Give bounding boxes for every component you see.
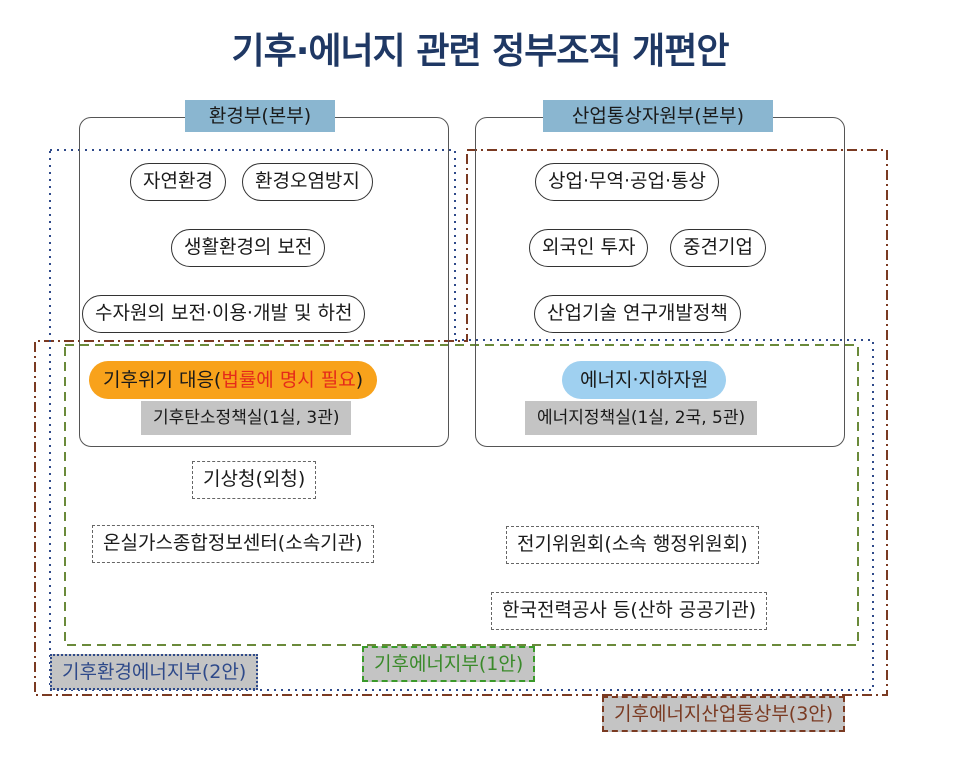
function-nature: 자연환경 (130, 163, 226, 201)
plan1-label: 기후에너지부(1안) (362, 646, 536, 682)
energy-resources-pill: 에너지·지하자원 (562, 361, 727, 399)
plan3-label: 기후에너지산업통상부(3안) (602, 696, 846, 732)
kma-box: 기상청(외청) (192, 461, 317, 499)
function-water: 수자원의 보전·이용·개발 및 하천 (82, 295, 366, 333)
function-trade: 상업·무역·공업·통상 (535, 163, 719, 201)
function-pollution: 환경오염방지 (242, 163, 373, 201)
function-industrial-rnd: 산업기술 연구개발정책 (534, 295, 741, 333)
climate-pill-highlight: 법률에 명시 필요 (221, 369, 356, 391)
page-title: 기후·에너지 관련 정부조직 개편안 (231, 31, 730, 72)
climate-pill-suffix: ) (355, 369, 364, 391)
electricity-commission-box: 전기위원회(소속 행정위원회) (506, 526, 759, 564)
ghg-center-box: 온실가스종합정보센터(소속기관) (92, 525, 374, 563)
function-midsize-enterprise: 중견기업 (670, 229, 766, 267)
environment-ministry-label: 환경부(본부) (185, 100, 335, 132)
energy-policy-office: 에너지정책실(1실, 2국, 5관) (525, 401, 758, 435)
kepco-box: 한국전력공사 등(산하 공공기관) (491, 592, 768, 630)
function-living-env: 생활환경의 보전 (171, 229, 326, 267)
industry-ministry-label: 산업통상자원부(본부) (543, 100, 773, 132)
function-foreign-investment: 외국인 투자 (529, 229, 649, 267)
climate-pill-prefix: 기후위기 대응( (103, 369, 222, 391)
climate-carbon-office: 기후탄소정책실(1실, 3관) (141, 401, 352, 435)
plan2-label: 기후환경에너지부(2안) (50, 654, 259, 690)
climate-crisis-pill: 기후위기 대응(법률에 명시 필요) (89, 361, 378, 399)
